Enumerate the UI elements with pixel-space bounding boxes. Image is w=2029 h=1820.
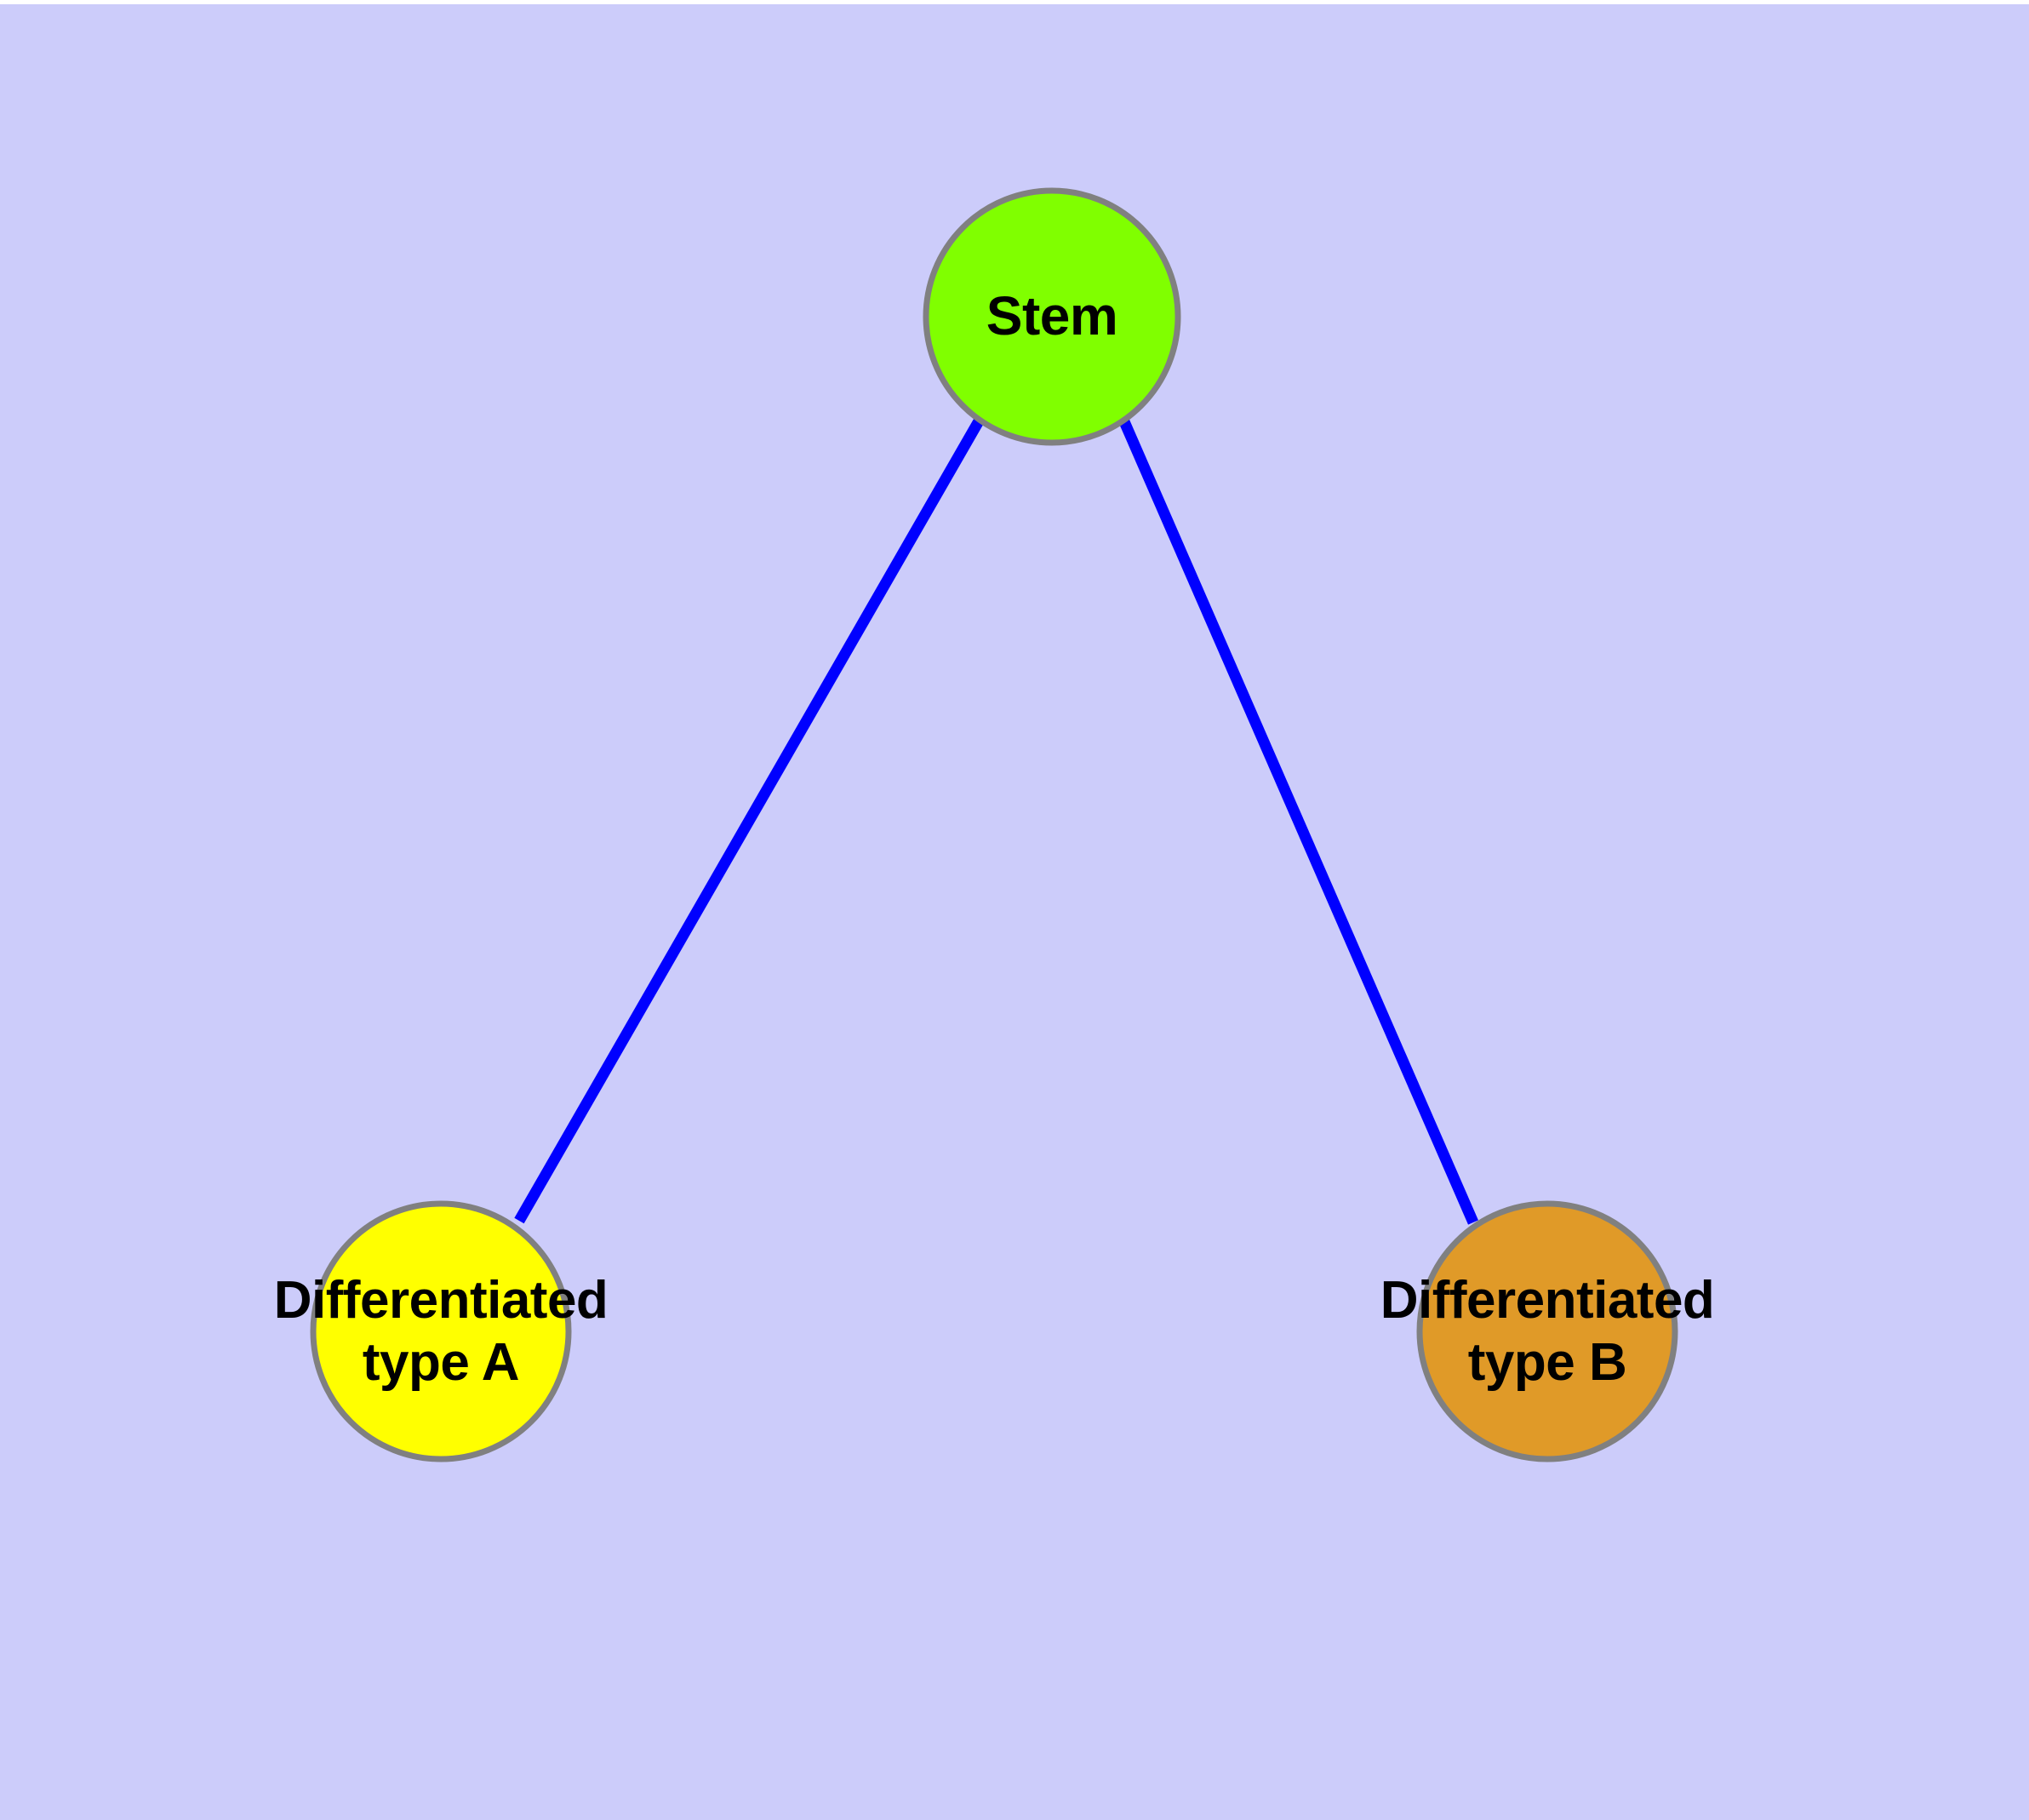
- node-diff-a[interactable]: [310, 1200, 572, 1462]
- edge-layer: [514, 416, 1478, 1225]
- node-diff-b[interactable]: [1416, 1200, 1678, 1462]
- top-margin-strip: [0, 0, 2029, 4]
- edge-stem-to-diff-a[interactable]: [514, 416, 985, 1224]
- node-stem[interactable]: [923, 187, 1181, 446]
- edge-stem-to-diff-b[interactable]: [1118, 417, 1478, 1225]
- node-layer: [310, 187, 1678, 1462]
